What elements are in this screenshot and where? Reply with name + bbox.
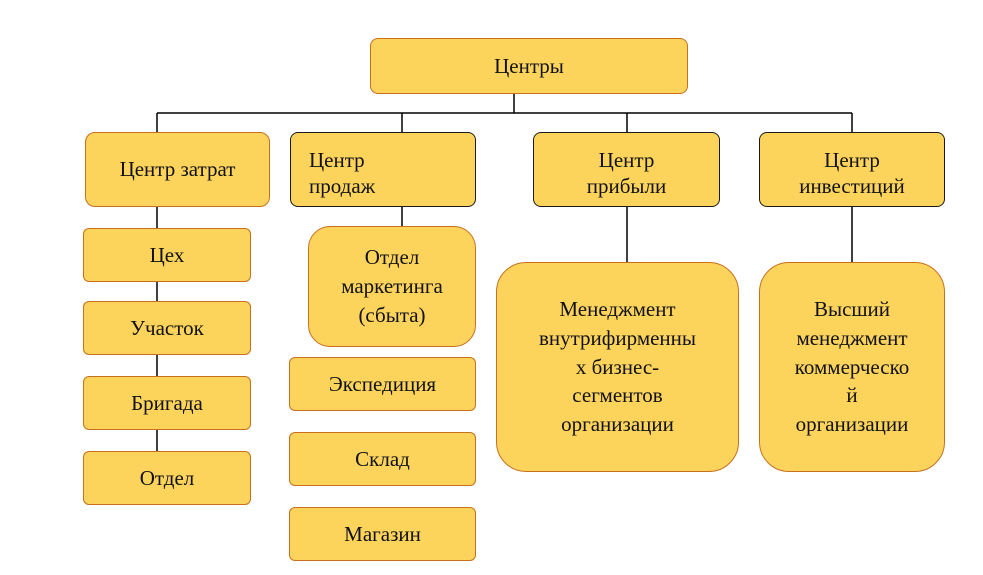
invest-detail-line: коммерческо: [794, 354, 910, 379]
root-label: Центры: [494, 53, 564, 78]
invest-detail-line: й: [846, 383, 858, 408]
center-costs-label: Центр затрат: [119, 157, 236, 182]
costs-item-box: Отдел: [83, 451, 251, 505]
sales-item-box: Магазин: [289, 507, 476, 561]
center-invest-label-2: инвестиций: [799, 174, 905, 199]
sales-item-label: Склад: [355, 446, 410, 471]
costs-item-label: Цех: [149, 242, 185, 267]
center-sales-label-2: продаж: [309, 174, 376, 199]
sales-marketing-line: маркетинга: [341, 274, 443, 299]
profit-detail-line: организации: [561, 412, 674, 437]
invest-detail-line: Высший: [813, 296, 891, 321]
profit-detail-line: внутрифирменны: [538, 325, 697, 350]
profit-detail-box: Менеджмент внутрифирменны х бизнес- сегм…: [496, 262, 739, 472]
invest-detail-line: организации: [795, 412, 909, 437]
costs-item-box: Участок: [83, 301, 251, 355]
center-invest-box: Центр инвестиций: [759, 132, 945, 207]
costs-item-label: Бригада: [131, 390, 203, 415]
sales-item-box: Склад: [289, 432, 476, 486]
center-sales-box: Центр продаж: [290, 132, 476, 207]
sales-item-label: Магазин: [344, 521, 421, 546]
center-sales-label-1: Центр: [309, 148, 365, 172]
root-box: Центры: [370, 38, 688, 94]
costs-item-label: Отдел: [139, 465, 195, 490]
center-profit-label-1: Центр: [598, 148, 655, 172]
profit-detail-line: Менеджмент: [559, 296, 676, 321]
sales-item-box: Экспедиция: [289, 357, 476, 411]
sales-item-label: Экспедиция: [328, 371, 437, 396]
sales-marketing-line: (сбыта): [358, 302, 426, 327]
costs-item-label: Участок: [130, 315, 204, 340]
profit-detail-line: сегментов: [572, 383, 663, 408]
center-costs-box: Центр затрат: [85, 132, 270, 207]
invest-detail-box: Высший менеджмент коммерческо й организа…: [759, 262, 945, 472]
sales-marketing-line: Отдел: [364, 245, 420, 270]
sales-marketing-box: Отдел маркетинга (сбыта): [308, 226, 476, 347]
invest-detail-line: менеджмент: [796, 325, 908, 350]
center-profit-box: Центр прибыли: [533, 132, 720, 207]
profit-detail-line: х бизнес-: [575, 354, 660, 379]
center-invest-label-1: Центр: [824, 148, 880, 172]
costs-item-box: Бригада: [83, 376, 251, 430]
center-profit-label-2: прибыли: [586, 174, 667, 199]
costs-item-box: Цех: [83, 228, 251, 282]
